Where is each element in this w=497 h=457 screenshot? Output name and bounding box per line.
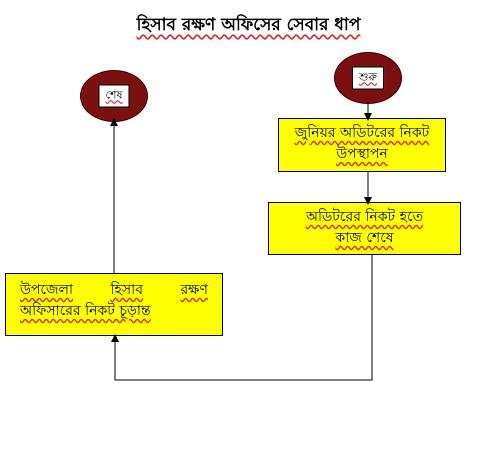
step-upazila-word-1: উপজেলা [20, 282, 74, 298]
step-junior-auditor: জুনিয়র অডিটরের নিকট উপস্থাপন [278, 118, 446, 172]
start-label: শুরু [352, 66, 384, 90]
step-junior-auditor-line1: জুনিয়র অডিটরের নিকট [294, 125, 430, 141]
connector-step2-step3 [111, 255, 373, 381]
step-junior-auditor-line2: উপস্থাপন [336, 146, 388, 162]
step-upazila-word-2: হিসাব [110, 282, 143, 298]
step-upazila-line2: অফিসারের নিকট চূড়ান্ত [20, 303, 151, 319]
diagram-title: হিসাব রক্ষণ অফিসের সেবার ধাপ [136, 15, 361, 35]
step-auditor-line1: অডিটরের নিকট হতে [305, 209, 424, 225]
end-label: শেষ [98, 84, 130, 108]
start-terminal: শুরু [334, 52, 402, 104]
step-upazila-word-3: রক্ষণ [180, 282, 208, 298]
step-auditor-line2: কাজ শেষে [335, 230, 394, 246]
